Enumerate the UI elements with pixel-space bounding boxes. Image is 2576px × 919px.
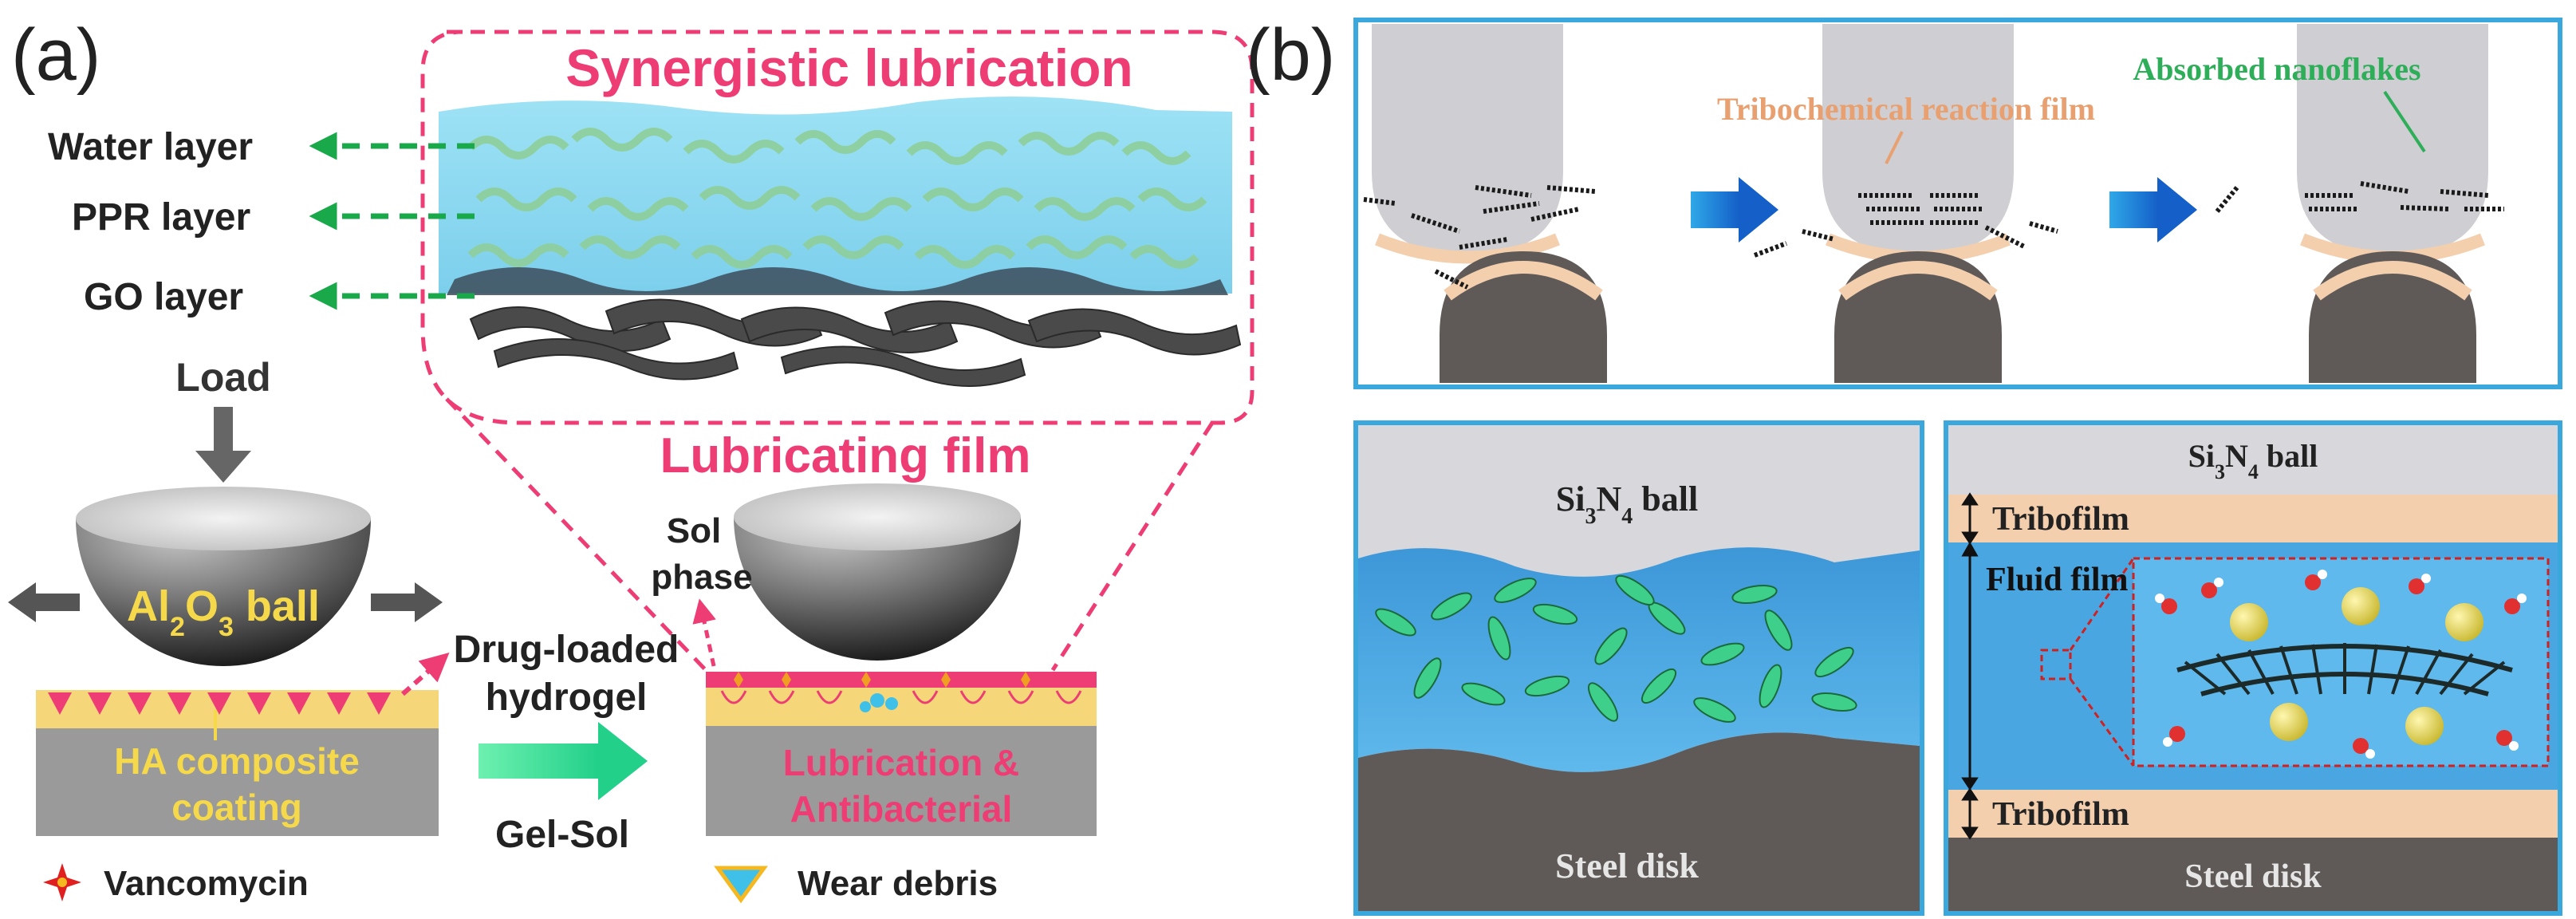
result-label-line1: Lubrication & bbox=[783, 742, 1019, 783]
vancomycin-legend-label: Vancomycin bbox=[104, 864, 309, 903]
gel-sol-arrow bbox=[479, 722, 648, 800]
nanoflakes-stage-2 bbox=[1753, 193, 2058, 258]
slide-arrow-left bbox=[8, 582, 80, 622]
al2o3-ball-label: Al2O3 ball bbox=[127, 582, 320, 642]
br-tribofilm-bottom bbox=[1948, 790, 2558, 838]
right-ball bbox=[734, 483, 1021, 661]
reaction-film-pointer bbox=[1885, 131, 1904, 164]
bl-disk bbox=[1358, 732, 1920, 911]
br-disk bbox=[1948, 838, 2558, 911]
slide-arrow-right bbox=[371, 582, 443, 622]
br-zoom-line-top bbox=[2069, 558, 2135, 651]
callout-line-right bbox=[1050, 421, 1215, 672]
br-ball-label: Si3N4 ball bbox=[2188, 438, 2318, 483]
go-layer-label: GO layer bbox=[84, 276, 243, 318]
drug-loaded-label-line1: Drug-loaded bbox=[454, 629, 679, 671]
arrow-stage-2-3 bbox=[2109, 177, 2197, 243]
left-substrate bbox=[36, 728, 439, 836]
al2o3-ball bbox=[76, 487, 371, 666]
bl-fluid bbox=[1358, 547, 1920, 772]
br-disk-label: Steel disk bbox=[2184, 858, 2322, 895]
vancomycin-legend-icon bbox=[43, 863, 81, 901]
synergistic-callout-border bbox=[420, 30, 1255, 425]
panel-b-label: (b) bbox=[1246, 14, 1335, 96]
callout-line-left bbox=[445, 397, 707, 672]
br-tribofilm-bottom-label: Tribofilm bbox=[1992, 796, 2129, 833]
right-wear-debris bbox=[860, 693, 898, 712]
nanoflakes-stage-1 bbox=[1363, 185, 1596, 290]
br-nanoflake-lattice bbox=[2176, 643, 2513, 696]
right-pockets bbox=[720, 690, 1082, 704]
reaction-film-label: Tribochemical reaction film bbox=[1717, 91, 2095, 127]
panel-a: (a) Synergistic lubrication bbox=[8, 14, 1255, 904]
br-gold-spheres bbox=[2230, 587, 2483, 745]
bl-ball-label: Si3N4 ball bbox=[1556, 479, 1698, 529]
ppr-layer-chains bbox=[467, 128, 1207, 269]
lubricating-film-title: Lubricating film bbox=[660, 428, 1031, 483]
right-lubricating-film bbox=[706, 672, 1097, 688]
gel-sol-label: Gel-Sol bbox=[495, 814, 629, 856]
right-vancomycin-on-film bbox=[734, 672, 1030, 688]
go-layer-top bbox=[447, 267, 1228, 295]
br-water-molecules bbox=[2155, 570, 2527, 759]
sol-phase-arrow bbox=[692, 598, 716, 667]
br-zoom-source bbox=[2040, 649, 2072, 680]
wear-debris-legend-icon bbox=[714, 866, 768, 904]
drug-hydrogel-pointer bbox=[401, 653, 450, 696]
ppr-layer-label: PPR layer bbox=[72, 196, 250, 239]
bl-green-particles bbox=[1375, 574, 1857, 723]
left-drug-pockets bbox=[48, 692, 391, 715]
go-layer-sheets bbox=[469, 298, 1242, 387]
synergistic-title: Synergistic lubrication bbox=[565, 38, 1133, 97]
coating-label-line1: HA composite bbox=[114, 740, 360, 782]
sol-phase-line1: Sol bbox=[667, 511, 721, 550]
absorbed-nanoflakes-pointer bbox=[2383, 90, 2426, 153]
water-layer-label: Water layer bbox=[48, 126, 253, 168]
absorbed-nanoflakes-label: Absorbed nanoflakes bbox=[2133, 51, 2420, 87]
load-arrow bbox=[195, 407, 251, 483]
panel-a-label: (a) bbox=[11, 14, 100, 96]
result-label-line2: Antibacterial bbox=[790, 788, 1013, 830]
br-tribofilm-top bbox=[1948, 495, 2558, 542]
panel-b: (b) bbox=[1246, 14, 2562, 916]
br-tribofilm-top-label: Tribofilm bbox=[1992, 501, 2129, 538]
coating-label-line2: coating bbox=[171, 787, 302, 828]
right-substrate bbox=[706, 726, 1097, 836]
wear-debris-legend-label: Wear debris bbox=[798, 864, 998, 903]
right-coating bbox=[706, 688, 1097, 726]
drug-loaded-label-line2: hydrogel bbox=[486, 676, 648, 719]
br-fluid-film-label: Fluid film bbox=[1986, 562, 2129, 598]
br-zoom-line-bottom bbox=[2069, 678, 2135, 767]
arrow-stage-1-2 bbox=[1691, 177, 1778, 243]
contact-stage-2 bbox=[1822, 24, 2014, 383]
contact-stage-1 bbox=[1372, 24, 1607, 383]
sol-phase-line2: phase bbox=[651, 558, 752, 597]
bl-disk-label: Steel disk bbox=[1555, 846, 1699, 885]
load-label: Load bbox=[175, 355, 270, 400]
br-thickness-arrows bbox=[1961, 492, 1979, 840]
nanoflakes-stage-3 bbox=[2215, 181, 2504, 213]
